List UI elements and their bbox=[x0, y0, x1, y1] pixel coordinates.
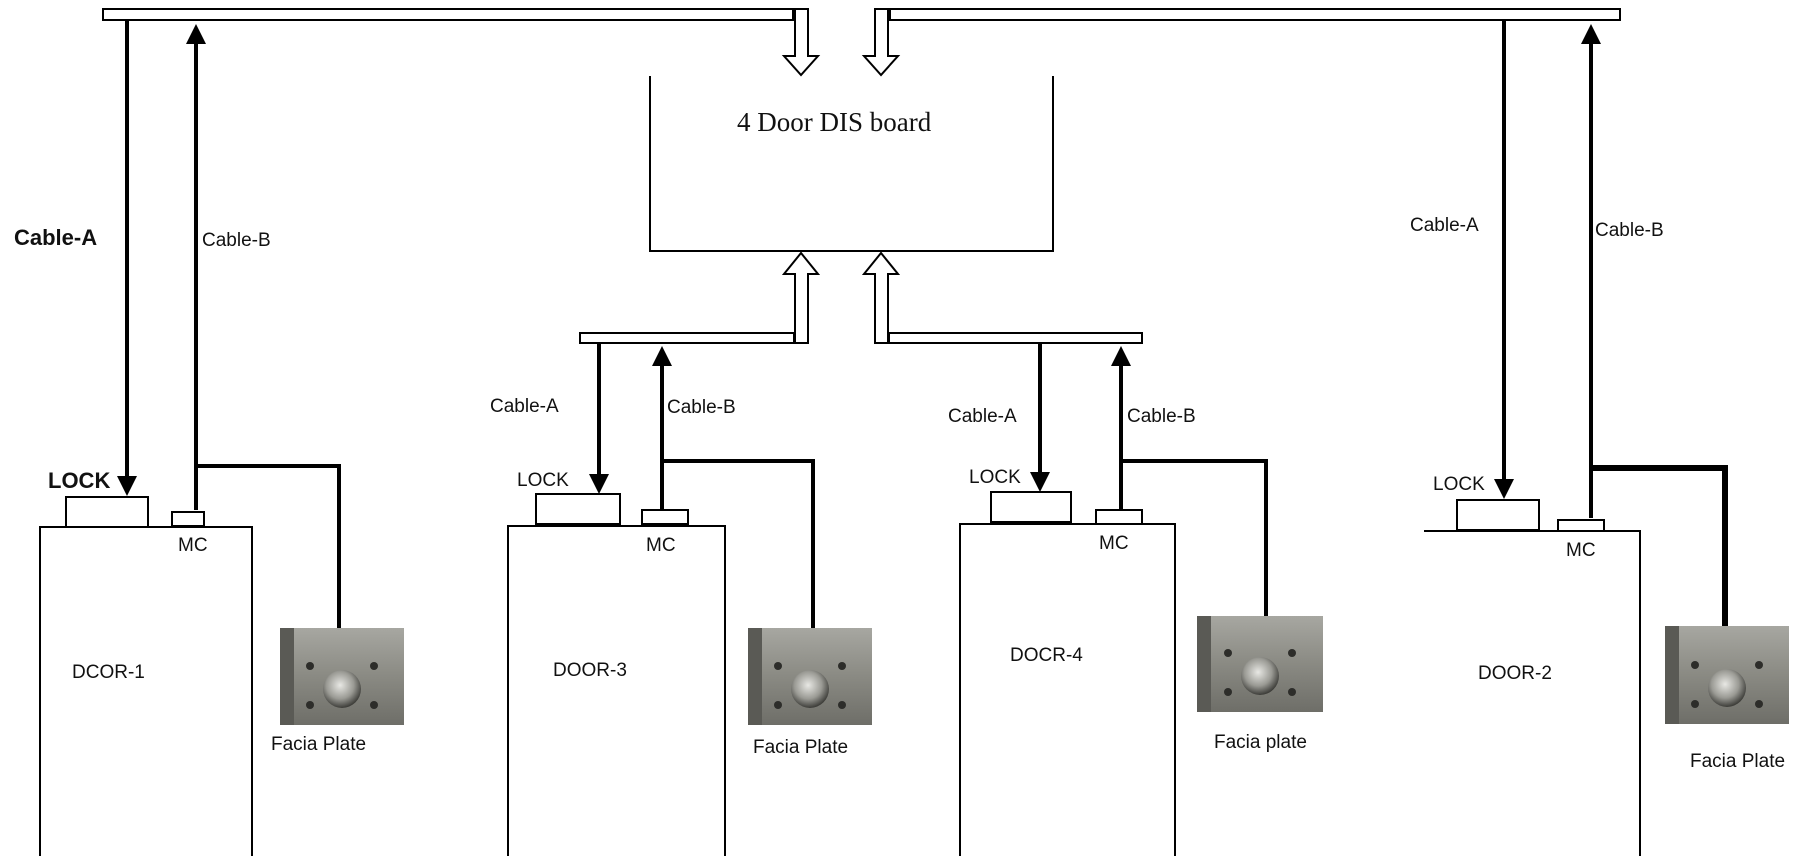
door-1-cable-b-label: Cable-B bbox=[202, 230, 271, 251]
door-2-plate-label: Facia Plate bbox=[1690, 751, 1785, 772]
door-3-mc-box bbox=[641, 509, 689, 525]
door-3-lock-label: LOCK bbox=[517, 470, 569, 491]
door-1-plate-label: Facia Plate bbox=[271, 734, 366, 755]
door-3-mc-label: MC bbox=[646, 535, 676, 556]
door-2-frame bbox=[1424, 530, 1641, 856]
door-1-lock-box bbox=[65, 496, 149, 528]
door-1-lock-label: LOCK bbox=[48, 468, 110, 493]
door-2-facia-plate-icon bbox=[1665, 626, 1789, 724]
door-2-lock-box bbox=[1456, 499, 1540, 531]
door-2-name: DOOR-2 bbox=[1478, 663, 1552, 684]
door-4-plate-label: Facia plate bbox=[1214, 732, 1307, 753]
door-1-plate-wire bbox=[196, 464, 341, 630]
door-2-plate-wire bbox=[1591, 465, 1728, 632]
door-2-mc-label: MC bbox=[1566, 540, 1596, 561]
door-1-cable-a-label: Cable-A bbox=[14, 225, 97, 250]
door-4-mc-box bbox=[1095, 509, 1143, 525]
door-2-cable-a-label: Cable-A bbox=[1410, 215, 1479, 236]
door-4-mc-label: MC bbox=[1099, 533, 1129, 554]
door-3-cable-a-label: Cable-A bbox=[490, 396, 559, 417]
door-2-lock-label: LOCK bbox=[1433, 474, 1485, 495]
door-3-cable-b-label: Cable-B bbox=[667, 397, 736, 418]
door-4-frame bbox=[959, 523, 1176, 856]
door-4-facia-plate-icon bbox=[1197, 616, 1323, 712]
door-4-cable-a-label: Cable-A bbox=[948, 406, 1017, 427]
hollow-arrow-up-left bbox=[781, 251, 821, 344]
door-1-mc-box bbox=[171, 511, 205, 527]
door-3-plate-wire bbox=[662, 459, 815, 630]
door-3-frame bbox=[507, 525, 726, 856]
door-2-mc-box bbox=[1557, 519, 1605, 532]
door-3-group: Cable-A Cable-B LOCK MC DOOR-3 Facia Pla… bbox=[490, 343, 872, 856]
door-4-name: DOCR-4 bbox=[1010, 645, 1083, 666]
hollow-arrow-down-right bbox=[861, 8, 901, 77]
door-2-cable-b-label: Cable-B bbox=[1595, 220, 1664, 241]
hollow-arrow-down-left bbox=[781, 8, 821, 77]
top-bus-right bbox=[889, 8, 1621, 21]
board-title: 4 Door DIS board bbox=[737, 107, 932, 137]
mid-bus-right bbox=[888, 332, 1143, 344]
door-2-group: Cable-A Cable-B LOCK MC DOOR-2 Facia Pla… bbox=[1410, 20, 1789, 856]
door-3-lock-box bbox=[535, 493, 621, 525]
door-4-cable-b-label: Cable-B bbox=[1127, 406, 1196, 427]
door-4-group: Cable-A Cable-B LOCK MC DOCR-4 Facia pla… bbox=[948, 343, 1323, 856]
door-1-facia-plate-icon bbox=[280, 628, 404, 725]
door-3-name: DOOR-3 bbox=[553, 660, 627, 681]
door-4-plate-wire bbox=[1121, 459, 1268, 626]
mid-bus-left bbox=[579, 332, 795, 344]
hollow-arrow-up-right bbox=[861, 251, 901, 344]
door-4-lock-label: LOCK bbox=[969, 467, 1021, 488]
door-1-group: Cable-A Cable-B LOCK MC DCOR-1 Facia Pla… bbox=[14, 20, 404, 856]
door-3-facia-plate-icon bbox=[748, 628, 872, 725]
door-3-plate-label: Facia Plate bbox=[753, 737, 848, 758]
door-1-mc-label: MC bbox=[178, 535, 208, 556]
door-1-name: DCOR-1 bbox=[72, 662, 145, 683]
dis-board: 4 Door DIS board bbox=[649, 76, 1054, 252]
door-4-lock-box bbox=[990, 491, 1072, 523]
door-1-frame bbox=[39, 526, 253, 856]
top-bus-left bbox=[102, 8, 794, 21]
